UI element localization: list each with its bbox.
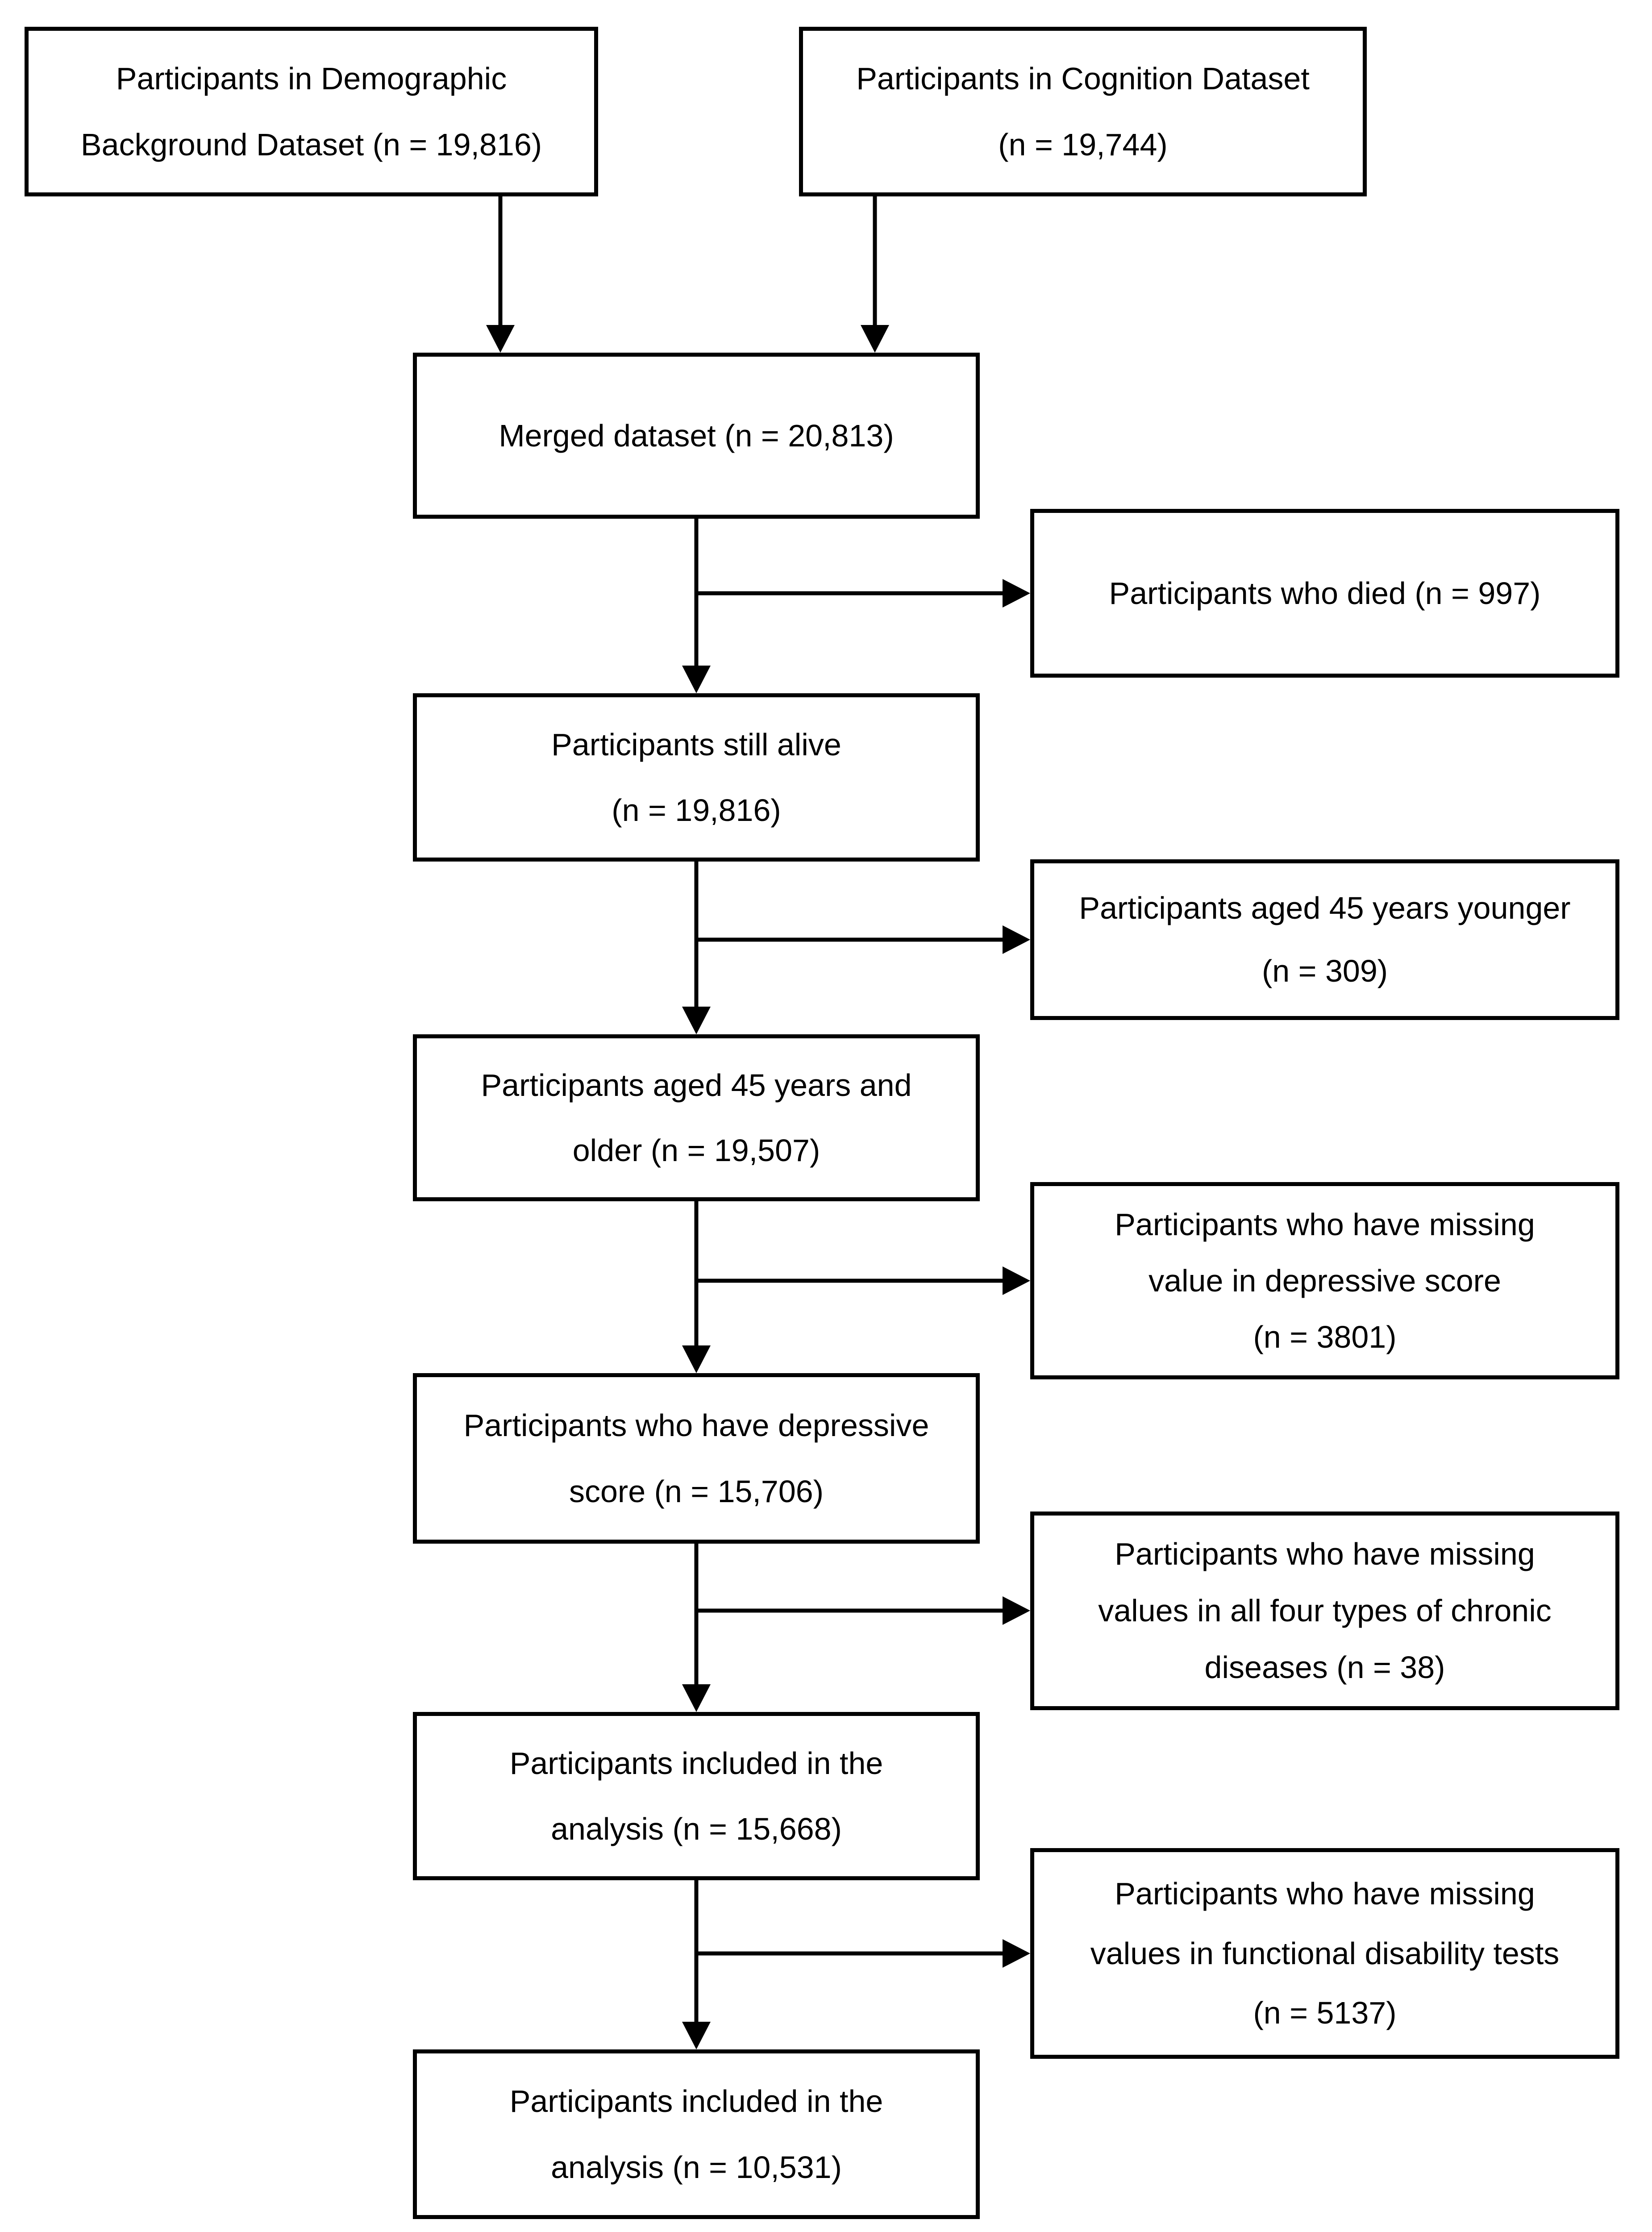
box-text-line: Participants who died (n = 997) (1109, 575, 1541, 611)
arrowhead-depressive-to-missing-chronic (1003, 1596, 1030, 1625)
arrowhead-merged-to-died (1003, 579, 1030, 608)
box-have-depressive-score: Participants who have depressive score (… (413, 1373, 980, 1544)
box-text-line: Participants included in the (509, 2084, 883, 2119)
box-text-line: diseases (n = 38) (1204, 1650, 1445, 1685)
arrowhead-older-to-depressive (682, 1345, 711, 1373)
arrowhead-analysis-15668-to-analysis-10531 (682, 2022, 711, 2049)
box-text-line: Participants included in the (509, 1746, 883, 1781)
box-text-line: Background Dataset (n = 19,816) (80, 127, 542, 162)
box-text-line: Participants aged 45 years younger (1079, 891, 1571, 926)
box-included-analysis-10531: Participants included in the analysis (n… (413, 2049, 980, 2219)
arrowhead-cognition-to-merged (861, 325, 889, 353)
box-missing-depressive-score: Participants who have missing value in d… (1030, 1182, 1619, 1379)
arrowhead-depressive-to-analysis-15668 (682, 1684, 711, 1712)
box-text-line: (n = 5137) (1253, 1995, 1397, 2031)
box-text-line: Participants in Cognition Dataset (856, 61, 1310, 96)
box-text-line: analysis (n = 15,668) (551, 1811, 842, 1846)
box-text-line: values in all four types of chronic (1098, 1593, 1552, 1628)
box-text-line: score (n = 15,706) (569, 1474, 824, 1509)
box-text-line: Merged dataset (n = 20,813) (499, 418, 894, 453)
arrowhead-alive-to-younger (1003, 925, 1030, 954)
box-demographic-dataset: Participants in Demographic Background D… (25, 27, 598, 196)
box-participants-died: Participants who died (n = 997) (1030, 509, 1619, 678)
box-merged-dataset: Merged dataset (n = 20,813) (413, 353, 980, 519)
arrowhead-analysis-to-missing-functional (1003, 1939, 1030, 1968)
arrowhead-merged-to-alive (682, 666, 711, 693)
box-participants-still-alive: Participants still alive (n = 19,816) (413, 693, 980, 862)
box-text-line: Participants who have missing (1115, 1537, 1535, 1572)
arrowhead-alive-to-older (682, 1007, 711, 1034)
box-cognition-dataset: Participants in Cognition Dataset (n = 1… (799, 27, 1367, 196)
box-text-line: value in depressive score (1148, 1263, 1501, 1298)
box-aged-45-and-older: Participants aged 45 years and older (n … (413, 1034, 980, 1201)
box-text-line: Participants aged 45 years and (481, 1068, 912, 1103)
arrowhead-demographic-to-merged (486, 325, 515, 353)
box-text-line: Participants in Demographic (116, 61, 507, 96)
box-missing-chronic-diseases: Participants who have missing values in … (1030, 1512, 1619, 1710)
arrowhead-older-to-missing-depressive (1003, 1266, 1030, 1295)
box-text-line: older (n = 19,507) (572, 1133, 820, 1168)
box-text-line: (n = 19,816) (612, 792, 781, 828)
box-text-line: Participants who have missing (1115, 1876, 1535, 1911)
box-text-line: values in functional disability tests (1090, 1936, 1560, 1971)
box-missing-functional-disability: Participants who have missing values in … (1030, 1848, 1619, 2059)
box-text-line: (n = 309) (1261, 954, 1388, 989)
box-text-line: (n = 3801) (1253, 1319, 1397, 1354)
box-text-line: (n = 19,744) (998, 127, 1168, 162)
box-included-analysis-15668: Participants included in the analysis (n… (413, 1712, 980, 1880)
box-aged-45-younger: Participants aged 45 years younger (n = … (1030, 859, 1619, 1020)
box-text-line: Participants who have missing (1115, 1207, 1535, 1242)
box-text-line: Participants who have depressive (463, 1407, 929, 1443)
box-text-line: analysis (n = 10,531) (551, 2149, 842, 2185)
box-text-line: Participants still alive (551, 727, 841, 762)
